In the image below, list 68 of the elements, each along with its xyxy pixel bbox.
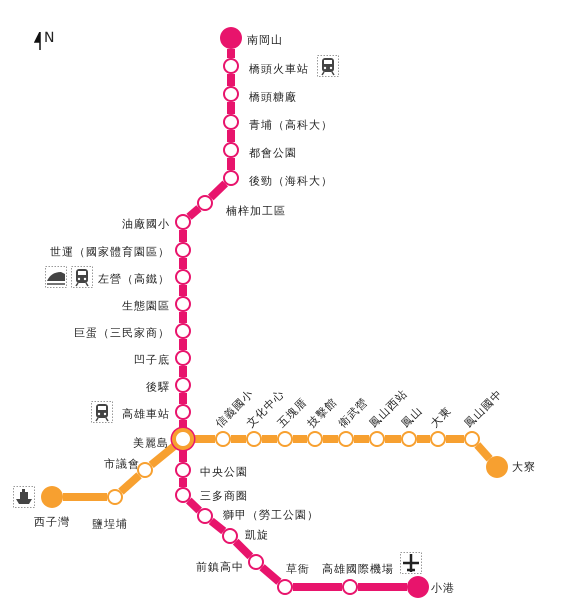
station-name: 衛武營: [336, 395, 370, 430]
station-name: 草衙: [286, 562, 310, 576]
track-line: [179, 339, 187, 350]
track-line: [179, 230, 187, 242]
station-name: 凱旋: [245, 528, 269, 542]
station-name: 三多商圈: [200, 490, 248, 502]
station-name: 鹽埕埔: [92, 518, 128, 530]
station-name: 高雄車站: [122, 408, 170, 420]
track-line: [417, 435, 430, 443]
station-name: 巨蛋（三民家商）: [74, 326, 170, 340]
track-line: [208, 180, 228, 200]
track-line: [63, 493, 107, 501]
track-line: [208, 518, 226, 534]
track-line: [385, 435, 401, 443]
track-line: [186, 205, 202, 220]
track-line: [179, 258, 187, 269]
station-name: 凹子底: [134, 354, 170, 366]
station-name: 青埔（高科大）: [249, 118, 333, 132]
track-line: [293, 435, 307, 443]
station-name: 小港: [431, 582, 455, 594]
station-name: 中央公園: [200, 466, 248, 478]
track-line: [323, 435, 338, 443]
track-line: [227, 49, 235, 58]
track-line: [231, 435, 246, 443]
track-line: [227, 158, 235, 170]
track-line: [227, 74, 235, 86]
station-name: 生態園區: [122, 300, 170, 312]
track-line: [179, 450, 187, 462]
track-line: [474, 442, 493, 462]
station-name: 世運（國家體育園區）: [50, 246, 170, 258]
station-name: 市議會: [104, 458, 140, 470]
track-line: [446, 435, 464, 443]
station-name: 前鎮高中: [196, 560, 244, 574]
station-name: 大寮: [512, 460, 536, 474]
track-line: [358, 583, 407, 591]
track-line: [179, 478, 187, 487]
north-label: N: [44, 32, 56, 45]
track-line: [262, 435, 277, 443]
track-line: [227, 130, 235, 142]
station-name: 後驛: [146, 380, 170, 394]
station-name: 美麗島: [133, 436, 169, 450]
station-name: 左營（高鐵）: [98, 272, 170, 286]
station-name: 橋頭火車站: [249, 62, 309, 76]
track-line: [186, 498, 202, 514]
track-line: [118, 472, 142, 495]
track-line: [293, 583, 342, 591]
track-line: [354, 435, 369, 443]
track-line: [179, 285, 187, 296]
station-name: 獅甲（勞工公園）: [223, 508, 319, 522]
track-line: [179, 393, 187, 404]
station-name: 鳳山: [398, 404, 425, 430]
track-line: [148, 442, 177, 468]
station-name: 楠梓加工區: [226, 204, 286, 218]
station-name: 大東: [428, 404, 454, 430]
track-line: [179, 312, 187, 323]
station-name: 油廠國小: [122, 218, 170, 230]
station-name: 橋頭糖廠: [249, 90, 297, 104]
station-name: 都會公園: [249, 146, 297, 160]
station-name: 南岡山: [247, 34, 283, 46]
station-name: 高雄國際機場: [322, 562, 394, 576]
track-line: [179, 366, 187, 377]
station-name: 西子灣: [34, 516, 70, 528]
track-line: [259, 564, 282, 585]
track-line: [232, 538, 254, 560]
track-line: [194, 435, 215, 443]
station-name: 後勁（海科大）: [249, 174, 333, 188]
station-name: 鳳山國中: [462, 386, 505, 430]
track-line: [227, 102, 235, 114]
